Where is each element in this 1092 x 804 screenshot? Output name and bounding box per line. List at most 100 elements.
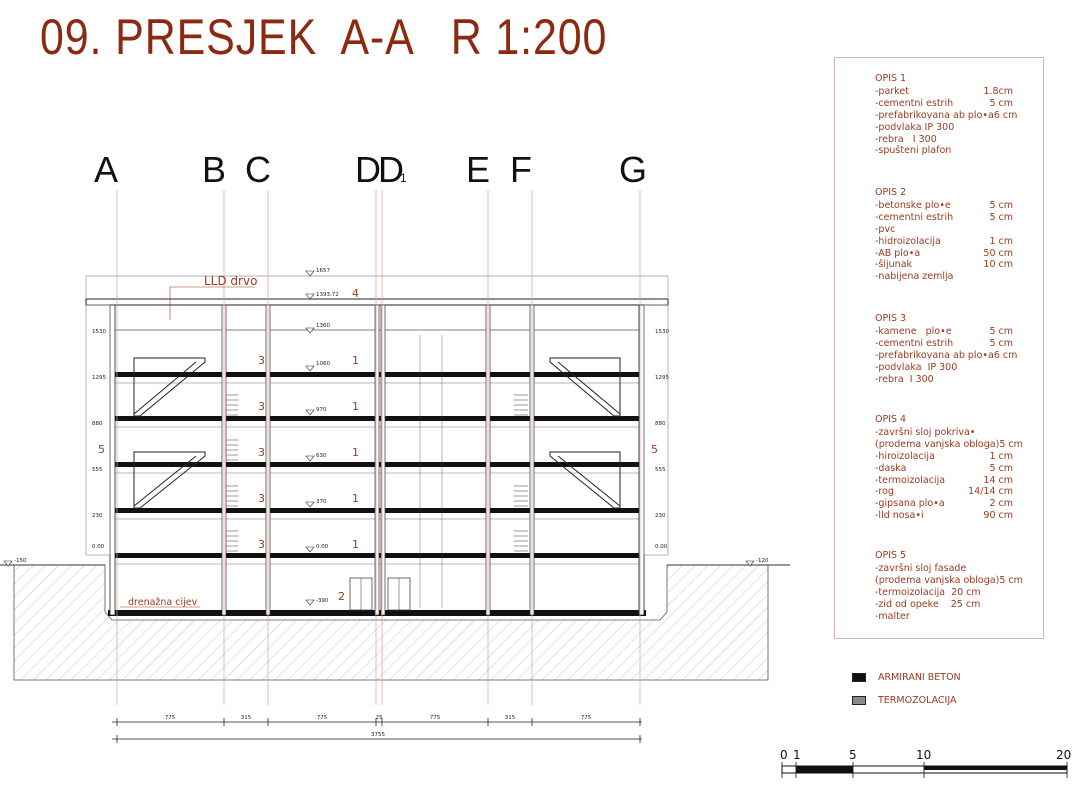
side-level-marks: 1530 1295 880 555 230 0.00 1530 1295 880…: [3, 329, 769, 567]
building-structure: [85, 275, 669, 616]
tag-stair-e: 3: [258, 538, 265, 551]
section-tags: 4 1 1 1 1 1 2 3 3 3 3 3 5 5: [98, 287, 658, 603]
tag-stair-a: 3: [258, 354, 265, 367]
legend-item-armirani-beton: ARMIRANI BETON: [852, 672, 961, 683]
left-mark-5: 0.00: [92, 544, 105, 550]
dim-d-d1: 25: [376, 715, 383, 721]
axis-label-d: D: [355, 149, 381, 190]
right-mark-1: 1295: [655, 375, 669, 381]
level-base: -390: [316, 598, 329, 604]
level-3: 970: [316, 407, 327, 413]
opis-1-title: OPIS 1: [875, 73, 907, 84]
left-mark-4: 230: [92, 513, 103, 519]
level-5: 1360: [316, 323, 330, 329]
right-mark-3: 555: [655, 467, 666, 473]
axis-label-e: E: [466, 149, 490, 190]
level-4: 1060: [316, 361, 330, 367]
axis-label-g: G: [619, 149, 647, 190]
tag-stair-d: 3: [258, 492, 265, 505]
roof-label: LLD drvo: [204, 274, 257, 288]
dim-c-d: 775: [317, 715, 328, 721]
right-mark-2: 880: [655, 421, 666, 427]
tag-floor-1b: 1: [352, 400, 359, 413]
axis-label-d1: D: [378, 149, 404, 190]
dim-a-b: 775: [165, 715, 176, 721]
level-top: 1657: [316, 268, 330, 274]
level-marks: 1657 1393.72 1360 1060 970 630 370 0.00 …: [305, 268, 339, 606]
soil-hatch: [0, 564, 790, 681]
tag-floor-1e: 1: [352, 538, 359, 551]
swatch-black-icon: [852, 673, 866, 682]
tag-floor-1d: 1: [352, 492, 359, 505]
tag-basement: 2: [338, 590, 345, 603]
scale-label-0: 0: [780, 748, 788, 762]
tag-stair-c: 3: [258, 446, 265, 459]
dim-f-g: 775: [581, 715, 592, 721]
scale-label-20: 20: [1056, 748, 1072, 762]
roof-callout: LLD drvo: [169, 274, 257, 320]
level-roof: 1393.72: [316, 292, 339, 298]
axis-label-b: B: [202, 149, 226, 190]
drawing-title: 09. PRESJEK A-A R 1:200: [40, 9, 608, 65]
opis-line: -rebra I 300: [875, 133, 937, 145]
opis-line: -termoizolacija 20 cm: [875, 586, 981, 598]
dim-total: 3755: [371, 732, 385, 738]
left-mark-0: 1530: [92, 329, 106, 335]
tag-facade-left: 5: [98, 443, 105, 456]
opis-line: -završni sloj fasade: [875, 562, 967, 574]
opis-line: -rebra I 300: [875, 373, 934, 385]
axis-label-f: F: [510, 149, 532, 190]
axis-gridlines: [116, 190, 641, 705]
opis-line: -podvlaka IP 300: [875, 121, 955, 133]
opis-4: OPIS 4 -završni sloj pokriva• (prodema v…: [875, 414, 1043, 522]
tag-facade-right: 5: [651, 443, 658, 456]
opis-5-title: OPIS 5: [875, 550, 907, 561]
opis-line: -završni sloj pokriva•: [875, 426, 976, 438]
axis-labels: A B C D D 1 E F G: [94, 149, 647, 190]
opis-4-title: OPIS 4: [875, 414, 907, 425]
tag-stair-b: 3: [258, 400, 265, 413]
swatch-grey-icon: [852, 696, 866, 705]
opis-5: OPIS 5 -završni sloj fasade (prodema van…: [875, 550, 1043, 622]
opis-line: -malter: [875, 610, 910, 622]
opis-3-title: OPIS 3: [875, 313, 907, 324]
axis-label-d1-subscript: 1: [400, 171, 407, 185]
legend-label: ARMIRANI BETON: [878, 672, 961, 683]
dimension-chain: 775 315 775 25 775 315 775 3755: [112, 715, 642, 743]
level-0: 0.00: [316, 544, 329, 550]
right-mark-5: 0.00: [655, 544, 668, 550]
legend-item-termozolacija: TERMOZOLACIJA: [852, 695, 956, 706]
left-mark-1: 1295: [92, 375, 106, 381]
opis-line: -nabijena zemlja: [875, 271, 954, 283]
scale-label-5: 5: [849, 748, 857, 762]
level-2: 630: [316, 453, 327, 459]
right-mark-4: 230: [655, 513, 666, 519]
opis-line: (prodema vanjska obloga)5 cm: [875, 438, 1023, 450]
axis-label-c: C: [245, 149, 271, 190]
opis-2-title: OPIS 2: [875, 187, 907, 198]
opis-line: -zid od opeke 25 cm: [875, 598, 981, 610]
dim-e-f: 315: [505, 715, 516, 721]
left-mark-2: 880: [92, 421, 103, 427]
opis-line: -pvc: [875, 223, 896, 235]
tag-floor-1a: 1: [352, 354, 359, 367]
level-1: 370: [316, 499, 327, 505]
dim-d1-e: 775: [430, 715, 441, 721]
